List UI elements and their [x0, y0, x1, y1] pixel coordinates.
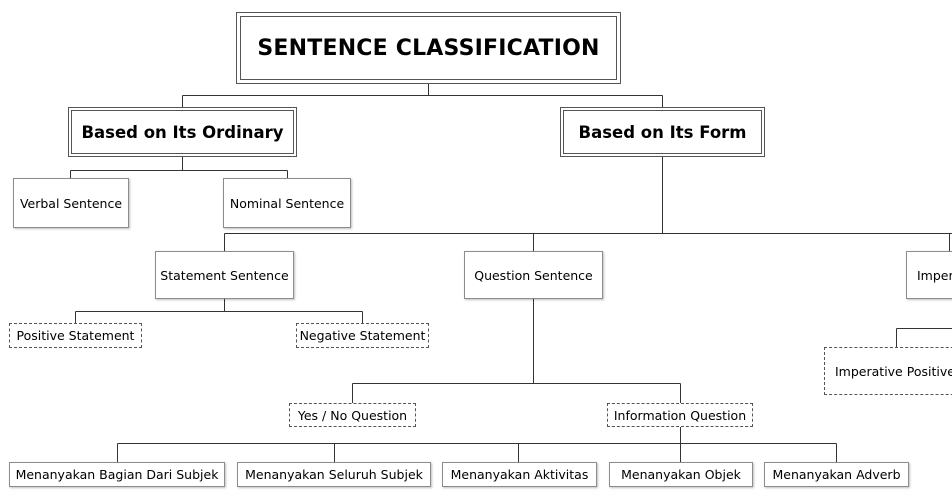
- node-imperative-sentence: Imper: [906, 251, 952, 299]
- node-menanyakan-adverb: Menanyakan Adverb: [764, 462, 909, 487]
- node-negative-statement: Negative Statement: [296, 323, 429, 348]
- node-positive-statement: Positive Statement: [9, 323, 142, 348]
- node-menanyakan-aktivitas: Menanyakan Aktivitas: [442, 462, 597, 487]
- node-statement-sentence: Statement Sentence: [155, 251, 294, 299]
- node-imperative-positive: Imperative Positive: [824, 347, 952, 395]
- node-menanyakan-seluruh-subjek: Menanyakan Seluruh Subjek: [237, 462, 431, 487]
- node-based-on-form: Based on Its Form: [560, 107, 765, 157]
- node-yes-no-question: Yes / No Question: [289, 403, 416, 427]
- node-based-on-ordinary: Based on Its Ordinary: [68, 107, 297, 157]
- node-question-sentence: Question Sentence: [464, 251, 603, 299]
- node-menanyakan-objek: Menanyakan Objek: [609, 462, 753, 487]
- node-information-question: Information Question: [607, 403, 753, 427]
- diagram-title: SENTENCE CLASSIFICATION: [236, 12, 621, 84]
- node-nominal-sentence: Nominal Sentence: [223, 178, 351, 228]
- node-menanyakan-bagian-subjek: Menanyakan Bagian Dari Subjek: [9, 462, 225, 487]
- node-verbal-sentence: Verbal Sentence: [13, 178, 129, 228]
